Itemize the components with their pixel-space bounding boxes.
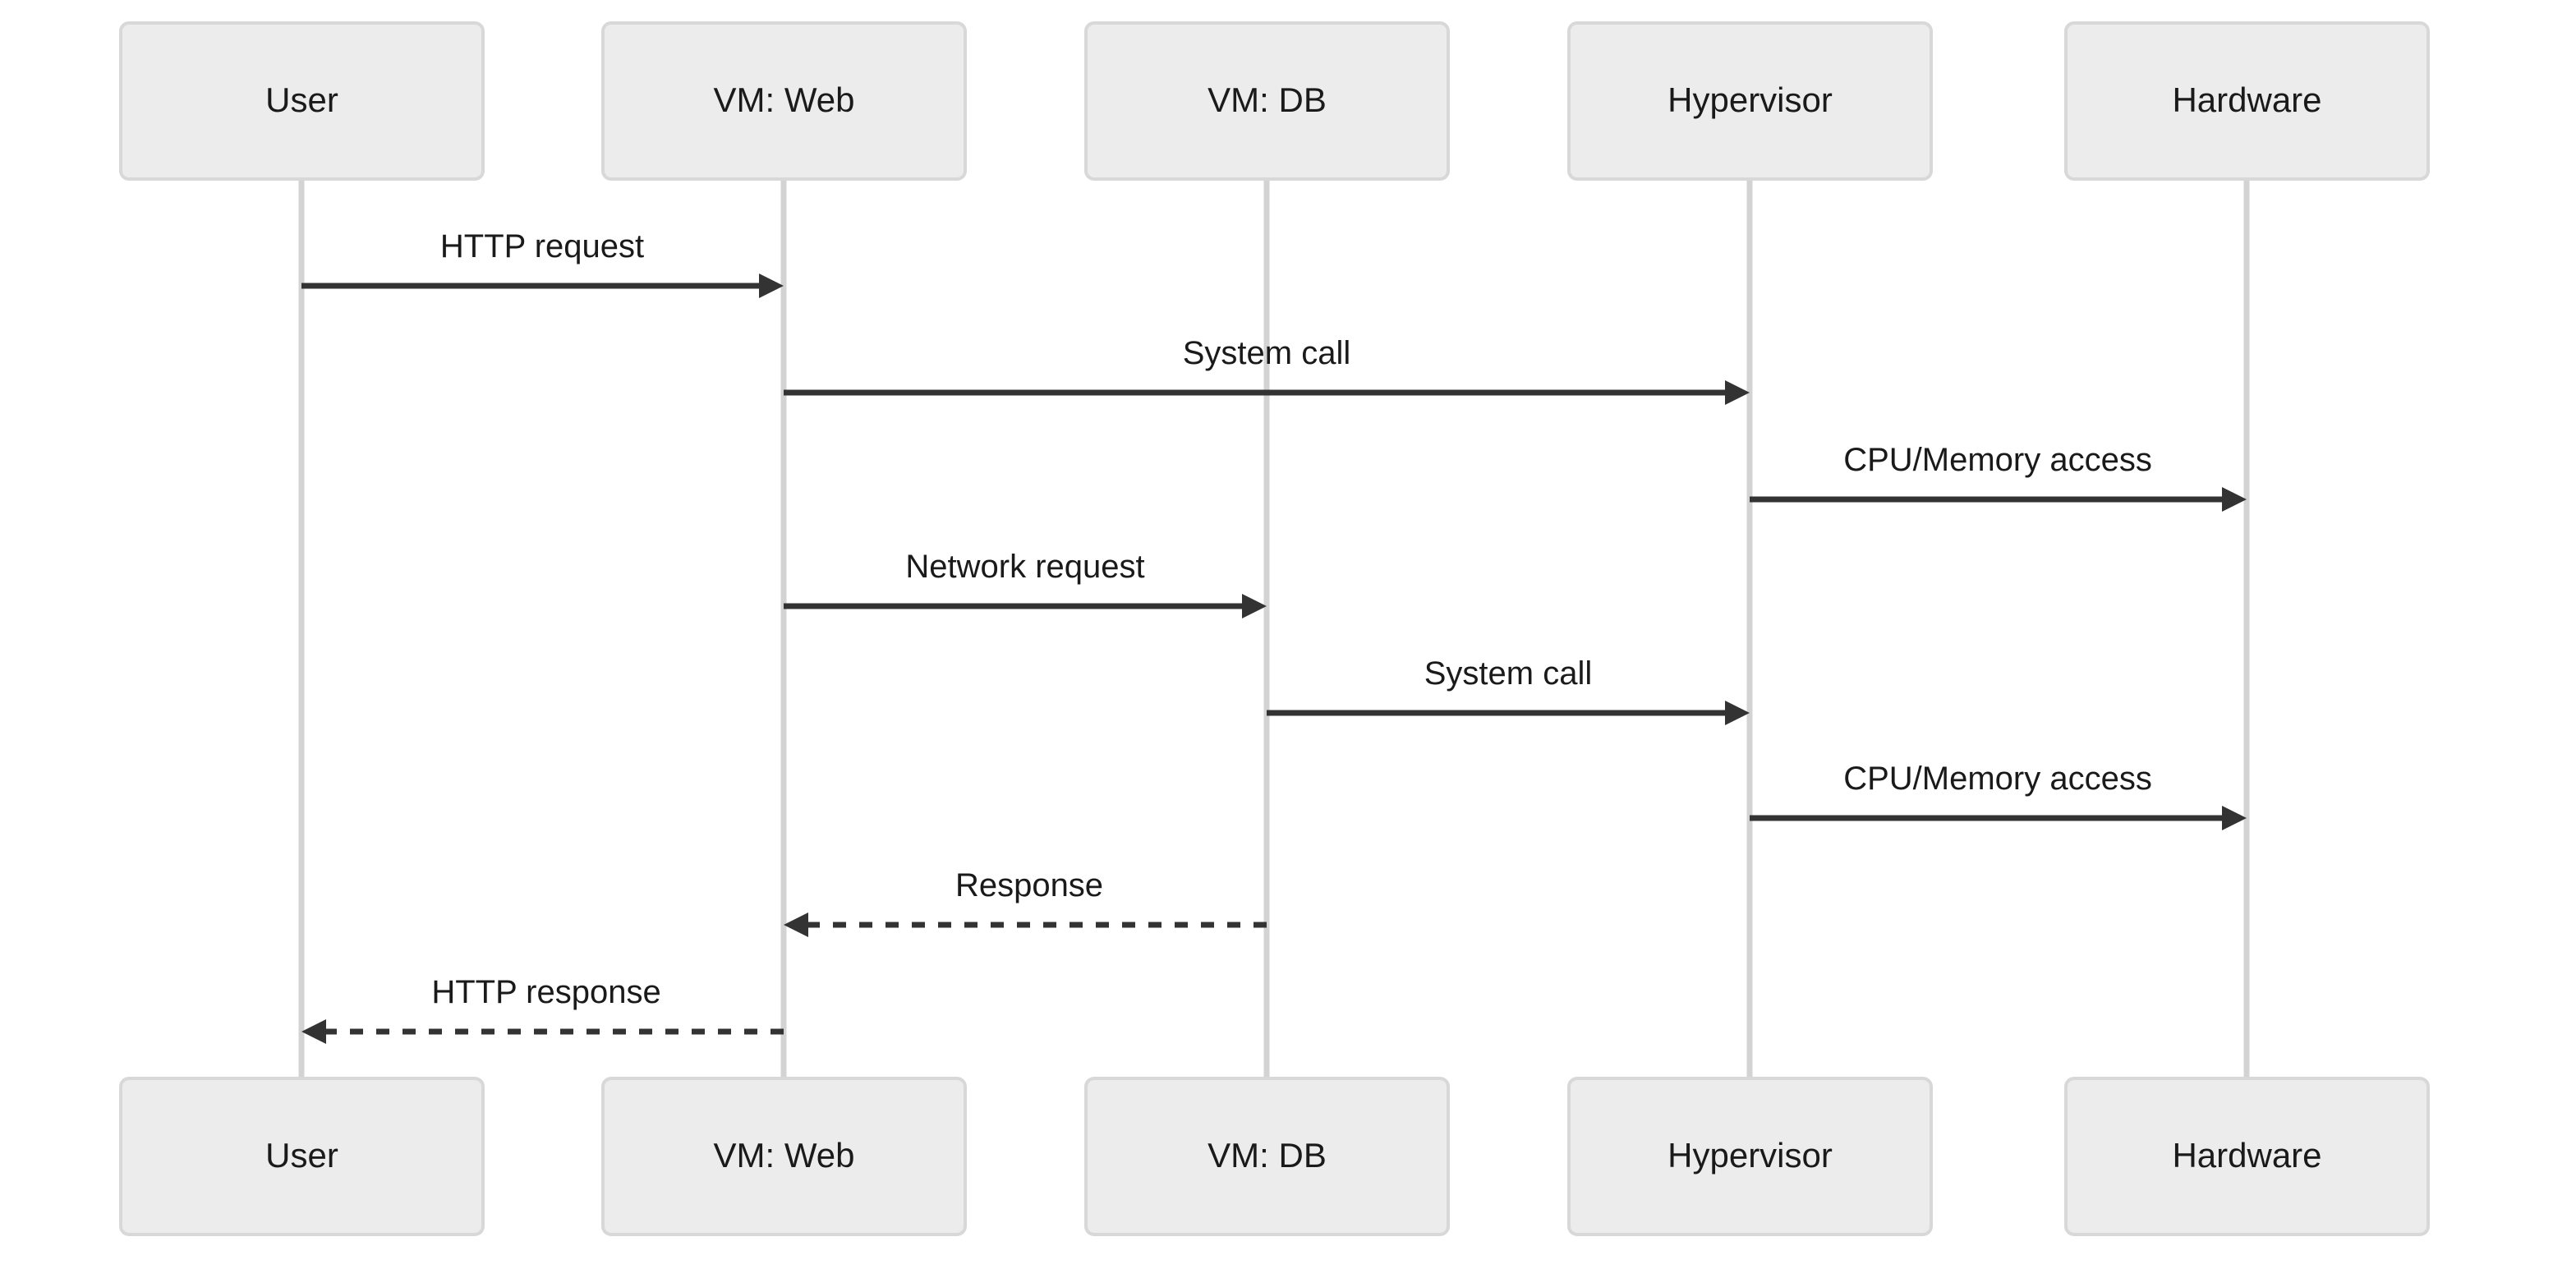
message-label: HTTP response (431, 974, 660, 1010)
message-label: Response (955, 867, 1103, 903)
message-label: CPU/Memory access (1843, 442, 2152, 478)
participant-footer-box-4[interactable]: Hardware (2064, 1077, 2430, 1236)
arrowhead-right-icon (1725, 701, 1750, 725)
participant-footer-box-rect (601, 1077, 967, 1236)
arrowhead-left-icon (301, 1019, 326, 1044)
participant-footer-box-rect (1084, 1077, 1450, 1236)
participant-header-box-1[interactable]: VM: Web (601, 21, 967, 181)
message-label: System call (1183, 335, 1351, 371)
participant-header-box-4[interactable]: Hardware (2064, 21, 2430, 181)
participant-footer-box-3[interactable]: Hypervisor (1567, 1077, 1933, 1236)
message-1-user-to-vm_web[interactable]: HTTP request (301, 228, 784, 298)
arrowhead-right-icon (759, 274, 784, 298)
participant-footer-box-label: VM: Web (714, 1136, 855, 1175)
participant-footer-box-label: User (265, 1136, 338, 1175)
message-7-vm_db-to-vm_web[interactable]: Response (784, 867, 1267, 937)
participant-header-box-rect (1084, 21, 1450, 181)
message-label: Network request (905, 549, 1144, 585)
header-participant-boxes: User VM: Web VM: DB Hypervisor Hardware (119, 21, 2430, 181)
participant-header-box-0[interactable]: User (119, 21, 485, 181)
participant-footer-box-label: Hardware (2172, 1136, 2321, 1175)
participant-header-box-rect (1567, 21, 1933, 181)
participant-header-box-3[interactable]: Hypervisor (1567, 21, 1933, 181)
participant-footer-box-0[interactable]: User (119, 1077, 485, 1236)
message-6-hypervisor-to-hardware[interactable]: CPU/Memory access (1750, 761, 2247, 830)
participant-footer-box-label: Hypervisor (1668, 1136, 1833, 1175)
participant-header-box-label: VM: Web (714, 80, 855, 119)
participant-footer-box-rect (119, 1077, 485, 1236)
footer-participant-boxes: User VM: Web VM: DB Hypervisor Hardware (119, 1077, 2430, 1236)
participant-header-box-label: VM: DB (1208, 80, 1327, 119)
participant-header-box-2[interactable]: VM: DB (1084, 21, 1450, 181)
participant-footer-box-rect (2064, 1077, 2430, 1236)
participant-header-box-rect (2064, 21, 2430, 181)
message-label: HTTP request (440, 228, 644, 264)
participant-header-box-label: Hypervisor (1668, 80, 1833, 119)
message-8-vm_web-to-user[interactable]: HTTP response (301, 974, 784, 1044)
message-5-vm_db-to-hypervisor[interactable]: System call (1267, 655, 1750, 725)
arrowhead-left-icon (784, 913, 808, 937)
message-label: System call (1424, 655, 1593, 692)
participant-header-box-rect (601, 21, 967, 181)
arrowhead-right-icon (2222, 806, 2247, 830)
participant-footer-box-rect (1567, 1077, 1933, 1236)
participant-footer-box-1[interactable]: VM: Web (601, 1077, 967, 1236)
participant-footer-box-2[interactable]: VM: DB (1084, 1077, 1450, 1236)
participant-header-box-label: Hardware (2172, 80, 2321, 119)
arrowhead-right-icon (1725, 380, 1750, 405)
lifelines-group (298, 179, 2250, 1078)
message-4-vm_web-to-vm_db[interactable]: Network request (784, 549, 1267, 618)
message-label: CPU/Memory access (1843, 761, 2152, 797)
participant-header-box-label: User (265, 80, 338, 119)
participant-header-box-rect (119, 21, 485, 181)
message-3-hypervisor-to-hardware[interactable]: CPU/Memory access (1750, 442, 2247, 512)
arrowhead-right-icon (2222, 487, 2247, 512)
arrowhead-right-icon (1242, 594, 1267, 618)
message-2-vm_web-to-hypervisor[interactable]: System call (784, 335, 1750, 405)
participant-footer-box-label: VM: DB (1208, 1136, 1327, 1175)
